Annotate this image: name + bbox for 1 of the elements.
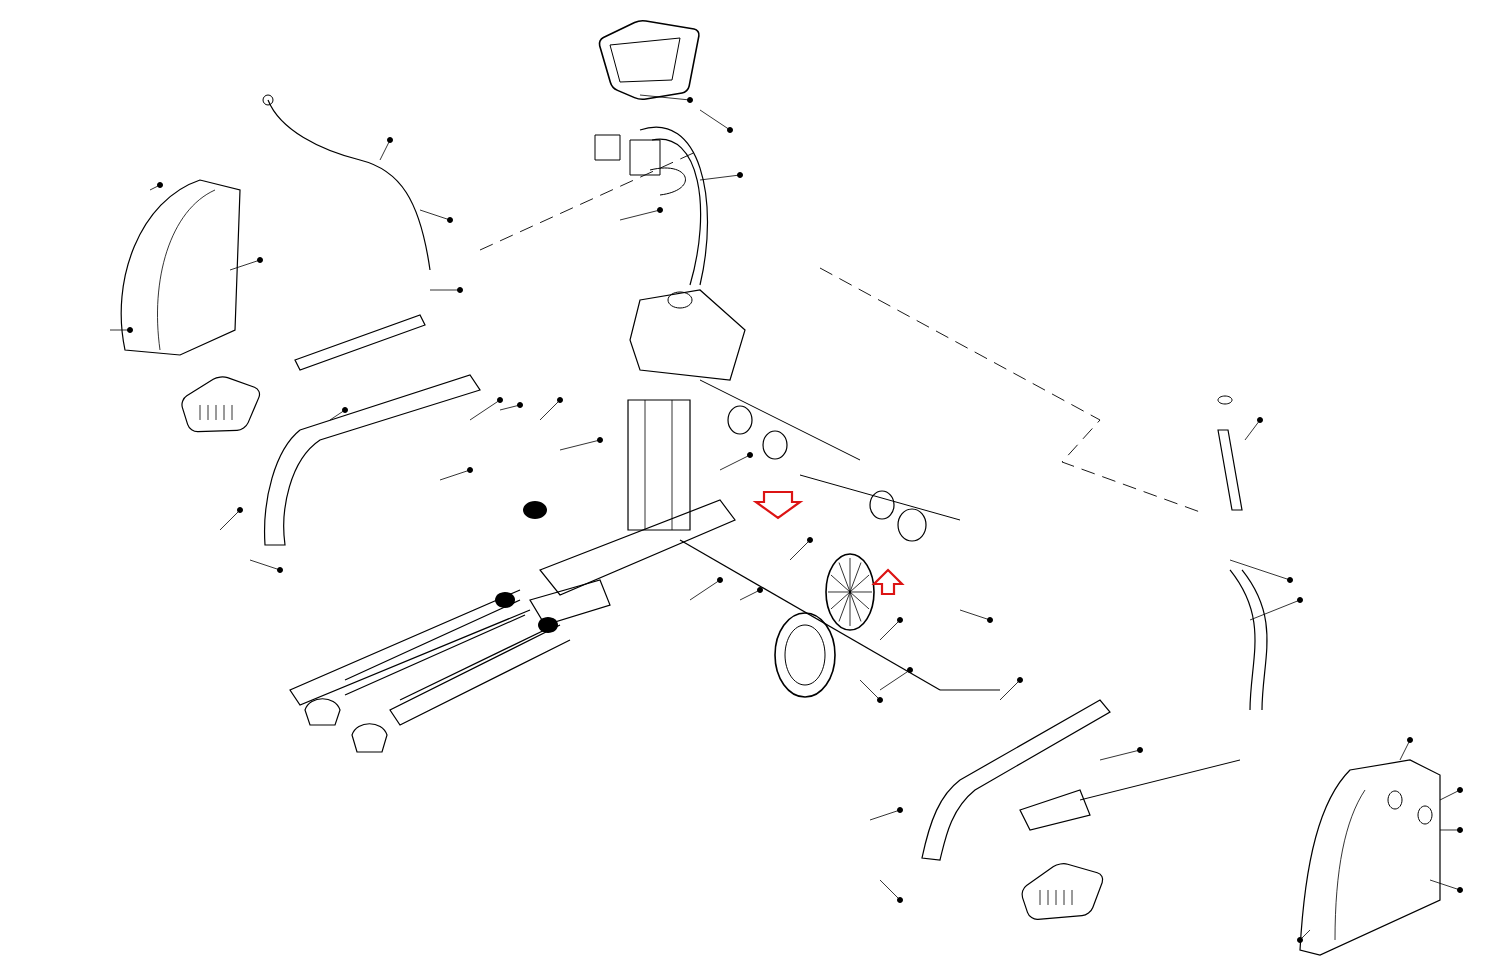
exploded-drawing bbox=[109, 20, 1463, 956]
